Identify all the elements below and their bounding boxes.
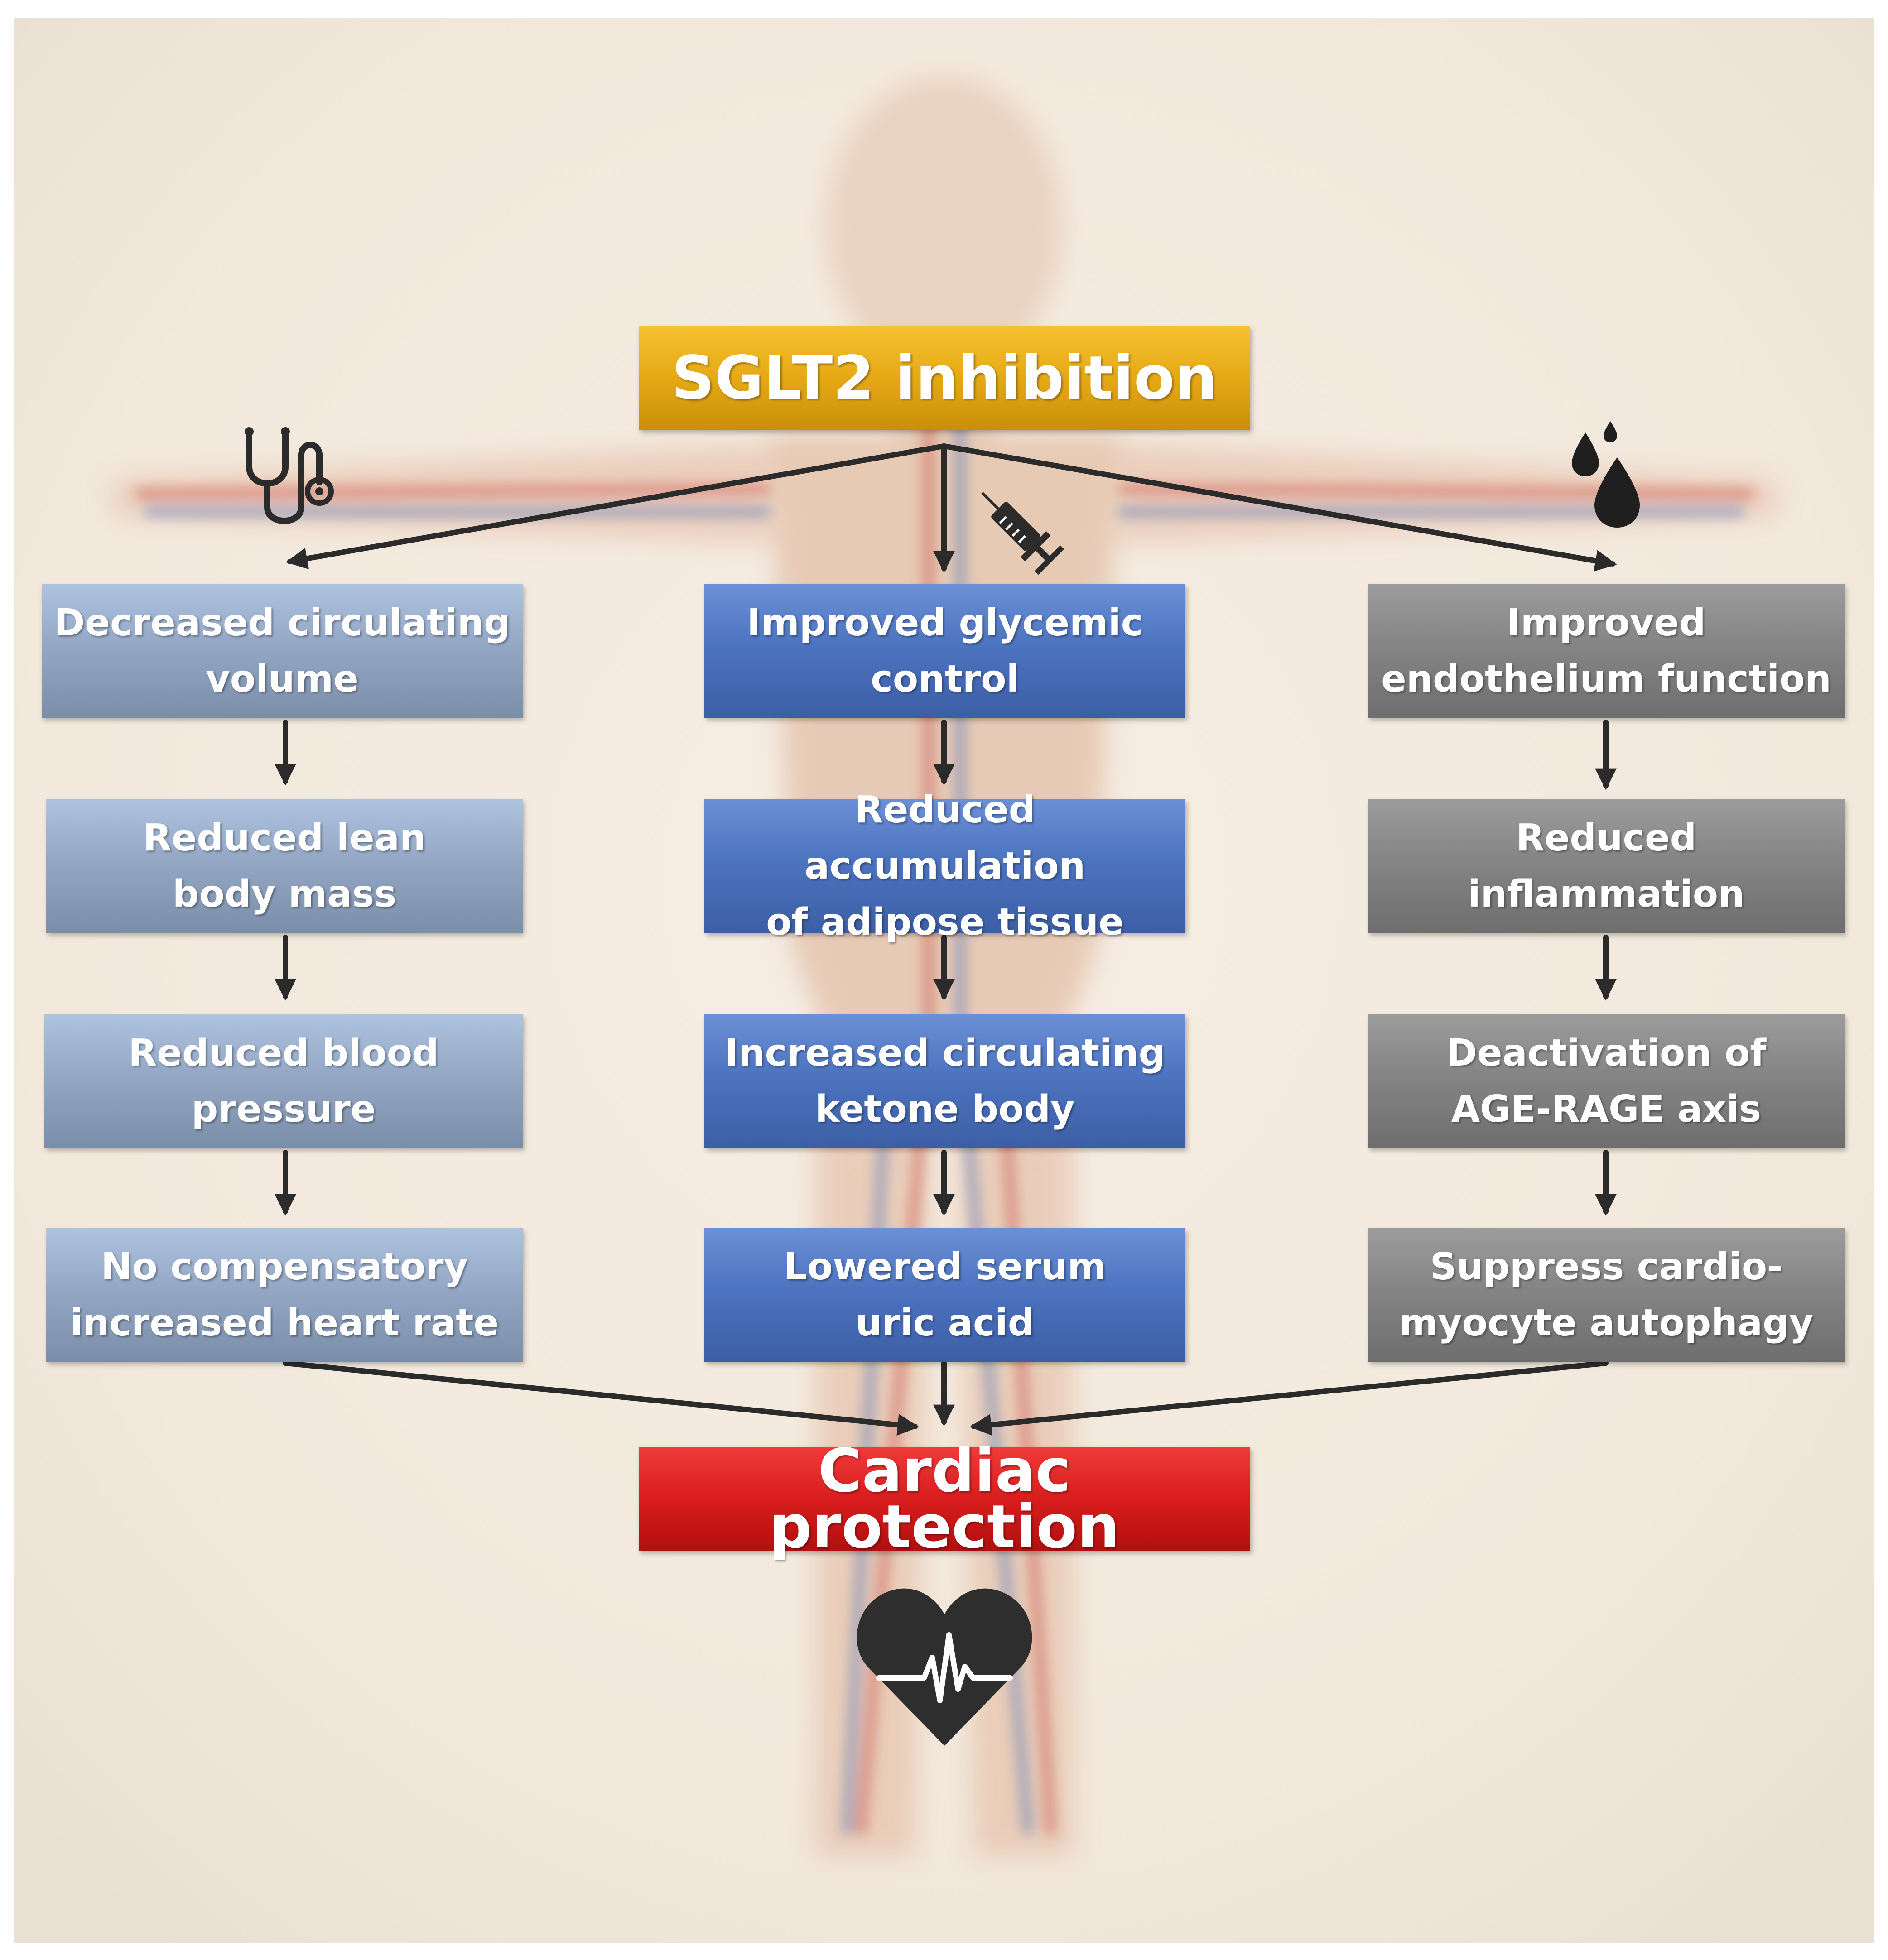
sglt2-inhibition-box: SGLT2 inhibition [639,326,1250,430]
arrow-top-to-right [941,443,1617,572]
left-box-3-label: Reduced blood pressure [128,1031,439,1131]
mid-box-2-label: Reduced accumulation of adipose tissue [766,788,1124,944]
left-box-2-label: Reduced lean body mass [143,816,426,916]
right-box-3-label: Deactivation of AGE-RAGE axis [1446,1031,1767,1131]
left-box-2: Reduced lean body mass [46,799,523,933]
right-box-4: Suppress cardio- myocyte autophagy [1368,1228,1845,1362]
blood-drops-icon [1572,421,1640,528]
cardiac-protection-label: Cardiac protection [769,1436,1120,1562]
left-box-4-label: No compensatory increased heart rate [70,1245,499,1345]
right-box-2-label: Reduced inflammation [1468,816,1745,916]
mid-box-1: Improved glycemic control [704,584,1185,718]
right-box-3: Deactivation of AGE-RAGE axis [1368,1014,1845,1148]
arrow-left-to-bottom [283,1360,920,1436]
left-box-4: No compensatory increased heart rate [46,1228,523,1362]
left-box-1-label: Decreased circulating volume [54,601,511,701]
right-box-1: Improved endothelium function [1368,584,1845,718]
mid-box-3-label: Increased circulating ketone body [724,1031,1166,1131]
mid-box-4: Lowered serum uric acid [704,1228,1185,1362]
right-box-1-label: Improved endothelium function [1381,601,1831,701]
heartbeat-icon [857,1588,1032,1746]
mid-box-2: Reduced accumulation of adipose tissue [704,788,1185,944]
mid-box-1-label: Improved glycemic control [747,601,1143,701]
stethoscope-icon [245,427,334,524]
arrow-top-to-left [285,443,947,569]
cardiac-protection-box: Cardiac protection [639,1441,1250,1557]
right-box-4-label: Suppress cardio- myocyte autophagy [1399,1245,1814,1345]
right-box-2: Reduced inflammation [1368,799,1845,933]
syringe-icon [981,491,1064,575]
arrow-right-to-bottom [969,1360,1609,1436]
left-box-3: Reduced blood pressure [44,1014,523,1148]
sglt2-inhibition-label: SGLT2 inhibition [671,343,1218,413]
mid-box-3: Increased circulating ketone body [704,1014,1185,1148]
left-box-1: Decreased circulating volume [42,584,523,718]
mid-box-4-label: Lowered serum uric acid [784,1245,1106,1345]
